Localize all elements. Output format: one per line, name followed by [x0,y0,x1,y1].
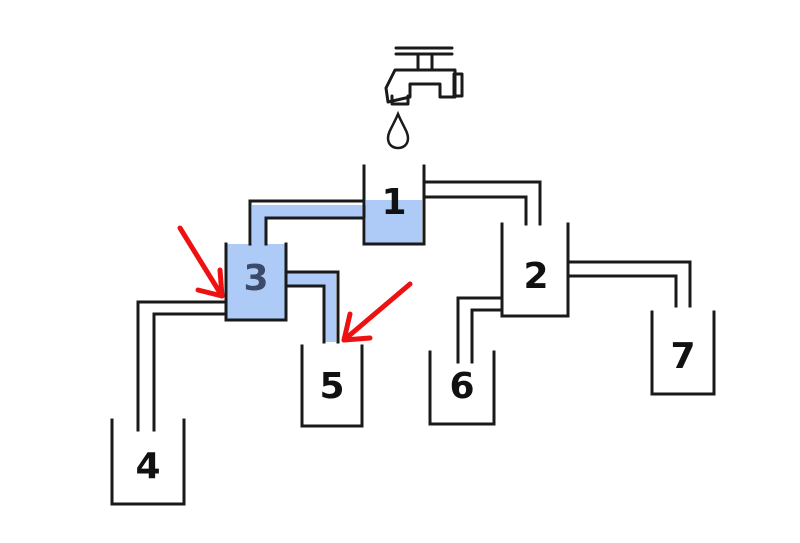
red-arrow-icon [341,281,413,343]
diagram-lines [110,164,716,506]
faucet-icon [384,46,464,106]
red-arrow-icon [177,225,225,299]
pipe-1-to-3 [248,199,366,246]
cup-3-outline [224,242,288,322]
cup-label-5: 5 [319,366,344,407]
water-fill [226,200,422,342]
cup-1-outline [362,164,426,246]
pipe-1-to-2 [422,180,542,226]
cup-label-2: 2 [523,256,548,297]
cup-label-3: 3 [243,258,268,299]
cup-6-outline [428,350,496,426]
pipe-2-to-6 [456,296,504,364]
pipe-3-to-4 [136,300,228,432]
pipe-2-to-7 [566,260,692,308]
cup-label-6: 6 [449,366,474,407]
cup-label-7: 7 [670,336,695,377]
cup-label-4: 4 [135,446,160,487]
water-drop-icon [386,110,410,150]
cup-5-outline [300,344,364,428]
cup-2-outline [500,222,570,318]
cup-label-1: 1 [381,182,406,223]
cup-7-outline [650,310,716,396]
cup-4-outline [110,418,186,506]
pipe-3-to-5 [284,270,340,344]
